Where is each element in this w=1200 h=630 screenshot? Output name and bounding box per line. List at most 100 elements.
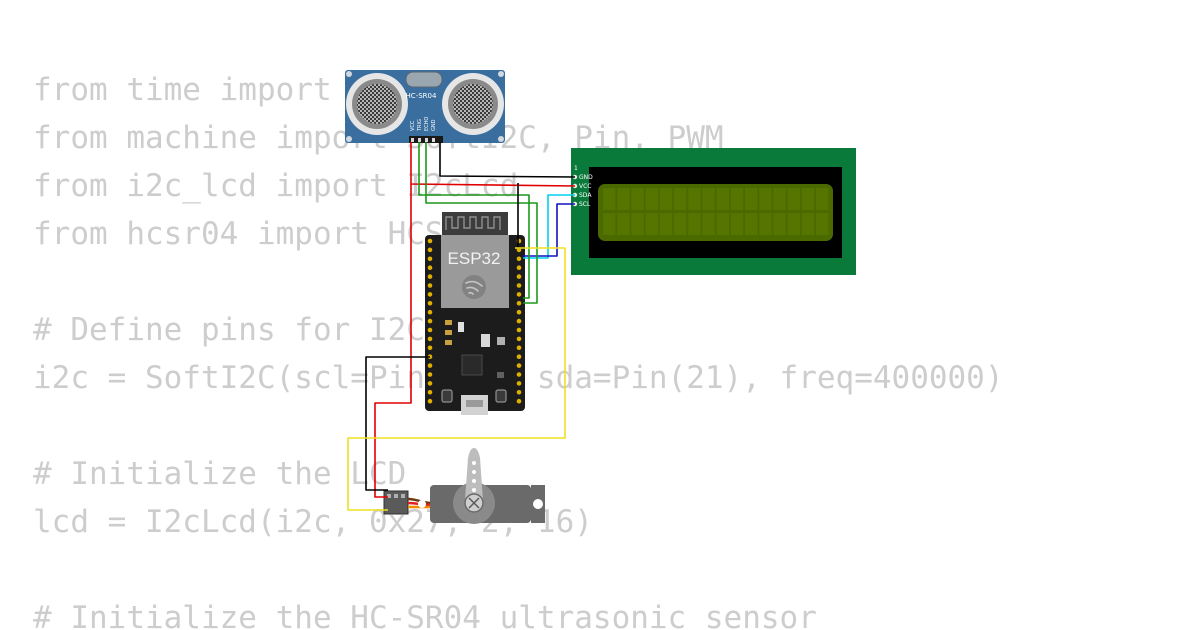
wire-lcd-scl[interactable] (523, 203, 575, 257)
board-pin[interactable] (427, 390, 433, 395)
lcd-char-cell (659, 213, 673, 235)
board-pin[interactable] (427, 336, 433, 342)
board-components (441, 320, 507, 403)
board-pin[interactable] (516, 256, 522, 262)
board-pin[interactable] (516, 345, 522, 351)
lcd-char-cell (645, 188, 658, 210)
wire-lcd-vcc[interactable] (410, 142, 576, 187)
board-pin[interactable] (516, 327, 522, 333)
board-pin[interactable] (516, 274, 522, 279)
lcd-pin-label: SCL (579, 201, 591, 208)
wire-servo-signal[interactable] (347, 247, 566, 511)
board-pin[interactable] (427, 238, 433, 244)
board-pin[interactable] (427, 256, 433, 262)
board-pin[interactable] (427, 318, 433, 324)
board-pin[interactable] (427, 292, 433, 297)
lcd-pin-label: SDA (579, 192, 592, 199)
board-pin[interactable] (427, 372, 433, 377)
board-pin[interactable] (427, 265, 433, 271)
wire-servo-gnd[interactable] (365, 356, 430, 491)
esp32-board[interactable]: ESP32 (425, 212, 525, 415)
board-pin-header-left (427, 238, 433, 404)
board-pin[interactable] (427, 274, 433, 279)
lcd-char-cell (688, 213, 701, 235)
lcd-char-cell (773, 188, 786, 210)
sensor-pin-gnd[interactable] (432, 138, 435, 142)
board-pin-header-right (516, 238, 522, 404)
wire-sensor-echo[interactable] (425, 142, 538, 304)
servo-motor[interactable] (383, 448, 545, 524)
board-pin[interactable] (516, 265, 522, 271)
wire-servo-vcc[interactable] (374, 184, 412, 498)
lcd-char-cell (745, 188, 758, 210)
sensor-pin-echo[interactable] (425, 138, 428, 142)
code-line: from i2c_lcd import I2cLcd (33, 168, 519, 204)
board-pin[interactable] (427, 309, 433, 315)
lcd-char-cell (645, 213, 658, 235)
board-pin[interactable] (516, 381, 522, 386)
lcd-char-cell (603, 213, 616, 235)
code-line: # Define pins for I2C (33, 312, 425, 348)
lcd-char-cell (688, 188, 701, 210)
wire-sensor-trig[interactable] (418, 142, 530, 299)
usb-port-slot (466, 400, 483, 407)
lcd-char-cell (617, 213, 630, 235)
servo-mount-hole (418, 500, 426, 508)
board-pin[interactable] (516, 354, 522, 360)
hcsr04-sensor[interactable]: HC-SR04 VCC TRIG ECHO GND (345, 70, 505, 143)
lcd-char-cell (702, 188, 715, 210)
lcd-char-cell (674, 188, 687, 210)
board-pin[interactable] (516, 301, 522, 306)
board-pin[interactable] (516, 292, 522, 297)
code-line: # Initialize the HC-SR04 ultrasonic sens… (33, 600, 817, 630)
wire-lcd-sda[interactable] (523, 194, 575, 259)
wires (347, 142, 576, 511)
board-pin[interactable] (427, 381, 433, 386)
lcd-char-cell (759, 213, 772, 235)
sensor-pin-label: VCC (410, 120, 416, 131)
board-pin[interactable] (516, 318, 522, 324)
board-pin[interactable] (427, 363, 433, 368)
lcd-char-cell (801, 188, 815, 210)
board-pin[interactable] (427, 398, 433, 404)
board-pin[interactable] (516, 363, 522, 368)
sensor-pin-label: TRIG (417, 119, 423, 132)
board-pin[interactable] (516, 398, 522, 404)
wire-lcd-gnd[interactable] (439, 142, 576, 178)
board-pin[interactable] (427, 247, 433, 253)
board-pin[interactable] (516, 336, 522, 342)
lcd-char-cell (787, 213, 800, 235)
board-pin[interactable] (427, 345, 433, 351)
board-pin[interactable] (516, 309, 522, 315)
lcd-char-cell (773, 213, 786, 235)
board-pin[interactable] (427, 327, 433, 333)
board-pin[interactable] (516, 283, 522, 288)
sensor-pin-label: GND (431, 119, 437, 131)
lcd-char-cell (816, 213, 829, 235)
board-pin[interactable] (427, 283, 433, 288)
lcd1602-display[interactable]: 1 GND VCC SDA SCL (571, 148, 856, 275)
lcd-char-cell (716, 213, 729, 235)
board-pin[interactable] (427, 301, 433, 306)
board-pin[interactable] (516, 372, 522, 377)
sensor-pin-trig[interactable] (418, 138, 421, 142)
lcd-char-cell (603, 188, 616, 210)
lcd-char-cell (716, 188, 729, 210)
sensor-pin-label: ECHO (424, 117, 430, 131)
lcd-pin-index: 1 (574, 165, 578, 172)
lcd-char-cell (759, 188, 772, 210)
lcd-char-cell (617, 188, 630, 210)
lcd-char-cell (631, 188, 644, 210)
sensor-pin-vcc[interactable] (411, 138, 414, 142)
board-pin[interactable] (516, 390, 522, 395)
lcd-char-cell (787, 188, 800, 210)
transmitter-transducer (346, 73, 408, 135)
receiver-transducer (442, 73, 504, 135)
lcd-pin-label: GND (579, 174, 593, 181)
servo-lead-brown (407, 497, 433, 505)
servo-screw-icon (468, 497, 480, 509)
lcd-char-cell (674, 213, 687, 235)
board-label: ESP32 (448, 249, 501, 268)
